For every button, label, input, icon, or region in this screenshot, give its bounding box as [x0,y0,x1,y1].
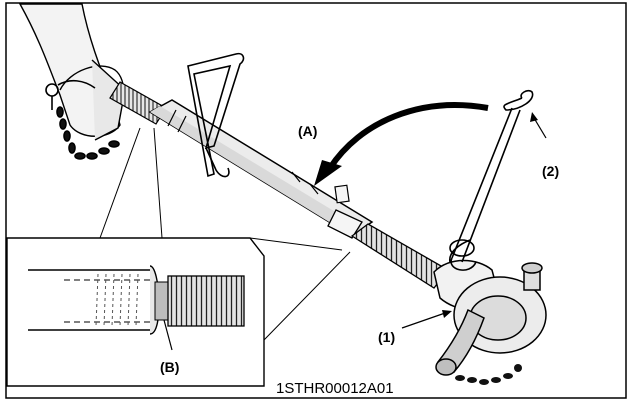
lift-arm [18,3,126,141]
arrow-a-head [314,160,342,186]
leader-2-head [530,112,538,122]
right-chain [455,364,522,385]
arrow-a [327,102,489,170]
label-detail-b: (B) [160,359,179,375]
detail-inset [6,127,351,387]
label-part-1: (1) [378,329,395,345]
leader-2 [533,117,547,139]
label-part-2: (2) [542,163,559,179]
left-chain [45,79,120,160]
leader-1 [401,311,449,329]
parked-lock-pin [187,52,245,178]
lock-pin [449,89,534,271]
lock-tab [334,184,350,204]
end-fitting [433,259,547,376]
label-action-a: (A) [298,123,317,139]
leader-1-head [442,310,452,318]
figure-code: 1STHR00012A01 [276,380,394,397]
